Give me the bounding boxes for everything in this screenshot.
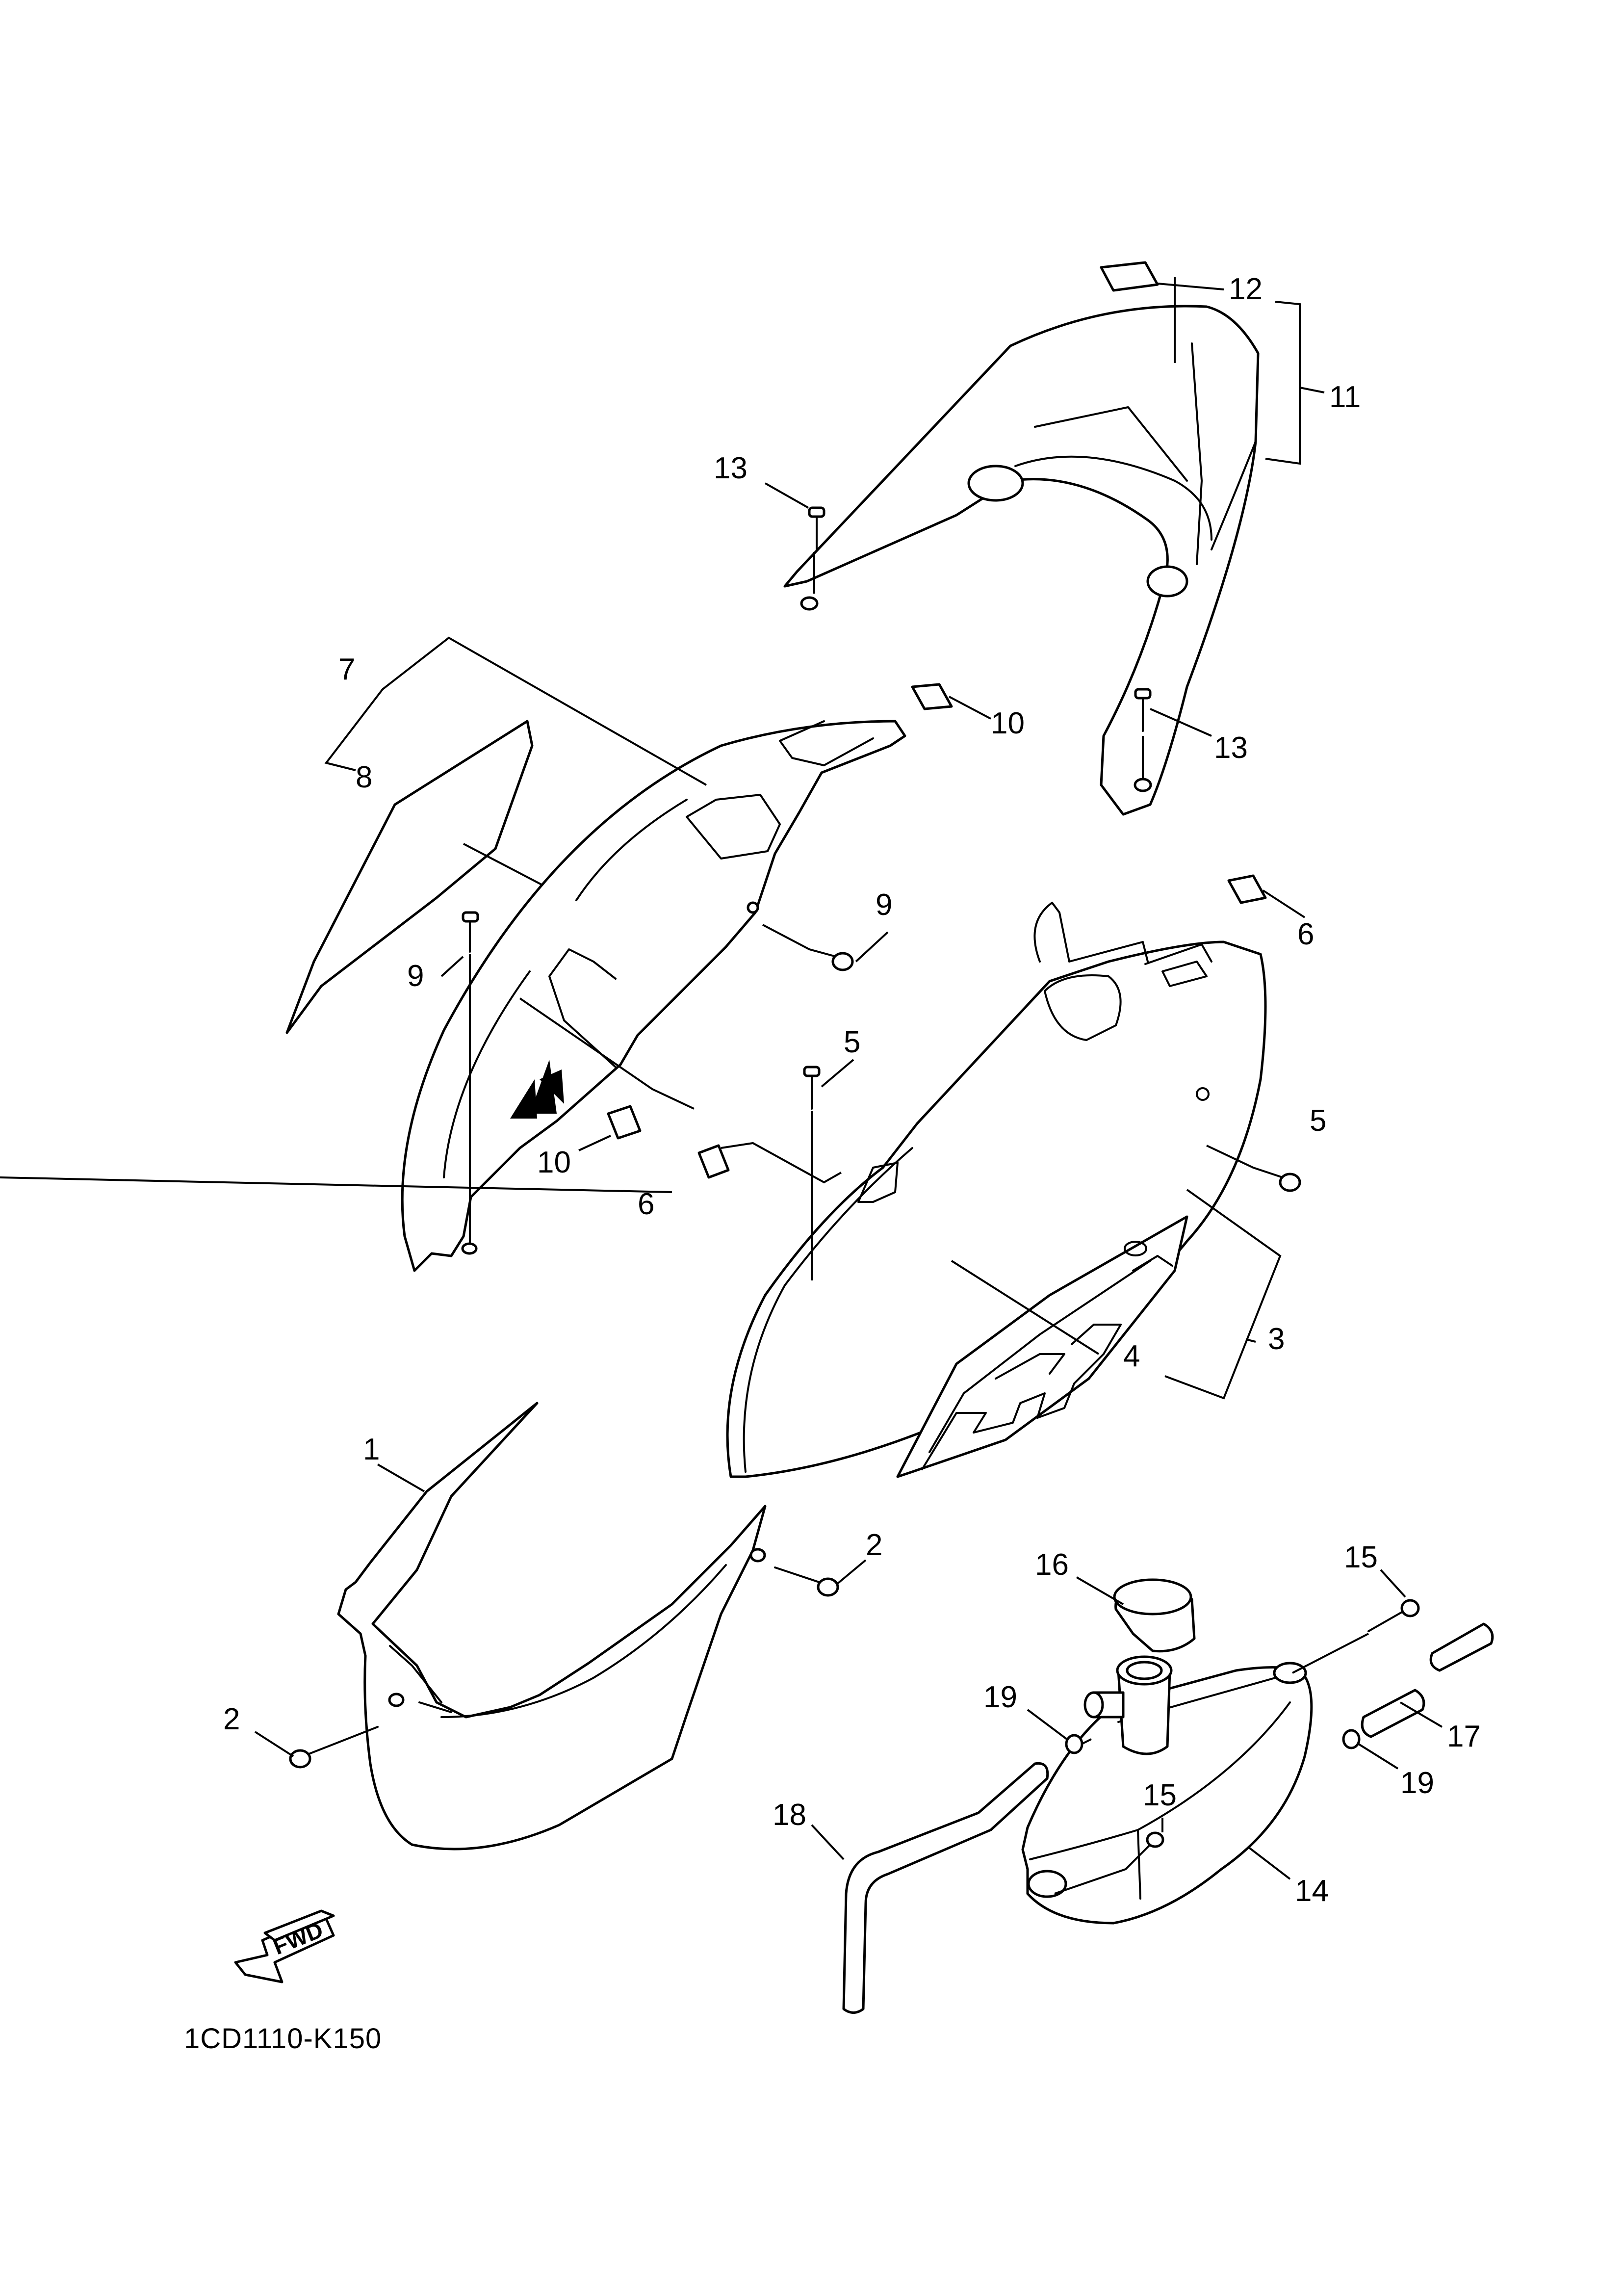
part-2-screw-right (774, 1559, 867, 1597)
part-9-screw-right (762, 924, 889, 971)
callout-11: 11 (1329, 380, 1361, 414)
diagram-code: 1CD1110-K150 (184, 2023, 382, 2055)
callout-10-lower: 10 (537, 1146, 571, 1179)
part-17-short-hose (1361, 1622, 1494, 1738)
part-1-inner-cover (337, 1402, 767, 1851)
part-10-clip-upper (911, 683, 991, 720)
fwd-arrow-icon: FWD (234, 1909, 335, 1983)
callout-5-top: 5 (844, 1025, 860, 1059)
callout-8: 8 (356, 760, 372, 794)
part-13-screw-upper-right (1134, 688, 1212, 780)
callout-13-upper-left: 13 (714, 451, 748, 485)
callout-3: 3 (1268, 1322, 1285, 1356)
callout-16: 16 (1035, 1548, 1069, 1582)
callout-9-left: 9 (407, 959, 424, 993)
callout-14: 14 (1295, 1874, 1329, 1908)
callout-12: 12 (1229, 272, 1263, 306)
callout-2-right: 2 (866, 1528, 882, 1562)
callout-5-right: 5 (1310, 1104, 1326, 1138)
part-12-label-plate (1100, 261, 1224, 292)
part-19-clamp-left (1027, 1709, 1092, 1754)
part-6-clip-upper (1227, 874, 1306, 918)
callout-10-upper: 10 (991, 706, 1025, 740)
part-16-tank-cap (1076, 1576, 1196, 1653)
callout-15-upper: 15 (1344, 1540, 1378, 1574)
part-7-rear-side-panel (324, 636, 906, 1272)
part-2-screw-left (254, 1726, 379, 1769)
callout-numbers: 1 2 2 3 4 5 5 6 6 7 8 9 9 10 10 11 12 13… (223, 272, 1481, 1908)
part-15-screw-lower (1054, 1818, 1164, 1895)
callout-15-lower: 15 (1143, 1778, 1177, 1812)
callout-19-left: 19 (983, 1680, 1017, 1714)
callout-2-left: 2 (223, 1702, 240, 1736)
callout-4: 4 (1123, 1339, 1140, 1373)
part-6-clip-lower (0, 1142, 842, 1193)
part-11-tail-cowl (783, 277, 1325, 816)
callout-6-lower: 6 (638, 1187, 654, 1221)
part-10-clip-lower (578, 1105, 642, 1151)
callout-6-upper: 6 (1297, 917, 1314, 951)
callout-1: 1 (363, 1433, 380, 1466)
part-9-screw-left (440, 911, 479, 1244)
tank-filler-neck (1083, 1655, 1173, 1755)
callout-9-right: 9 (876, 888, 892, 922)
part-18-overflow-hose (811, 1762, 1049, 2014)
callout-13-upper-right: 13 (1214, 731, 1248, 765)
part-5-screw-right (1206, 1145, 1301, 1192)
part-4-zuma-decal (896, 1215, 1188, 1478)
part-13-screw-upper-left (765, 482, 825, 594)
callout-7: 7 (338, 652, 355, 686)
callout-18: 18 (773, 1798, 806, 1832)
part-15-screw-upper (1292, 1569, 1420, 1674)
part-19-clamp-right (1342, 1729, 1399, 1770)
callout-17: 17 (1447, 1720, 1481, 1753)
callout-19-right: 19 (1400, 1766, 1434, 1800)
part-5-screw-top (803, 1059, 854, 1280)
